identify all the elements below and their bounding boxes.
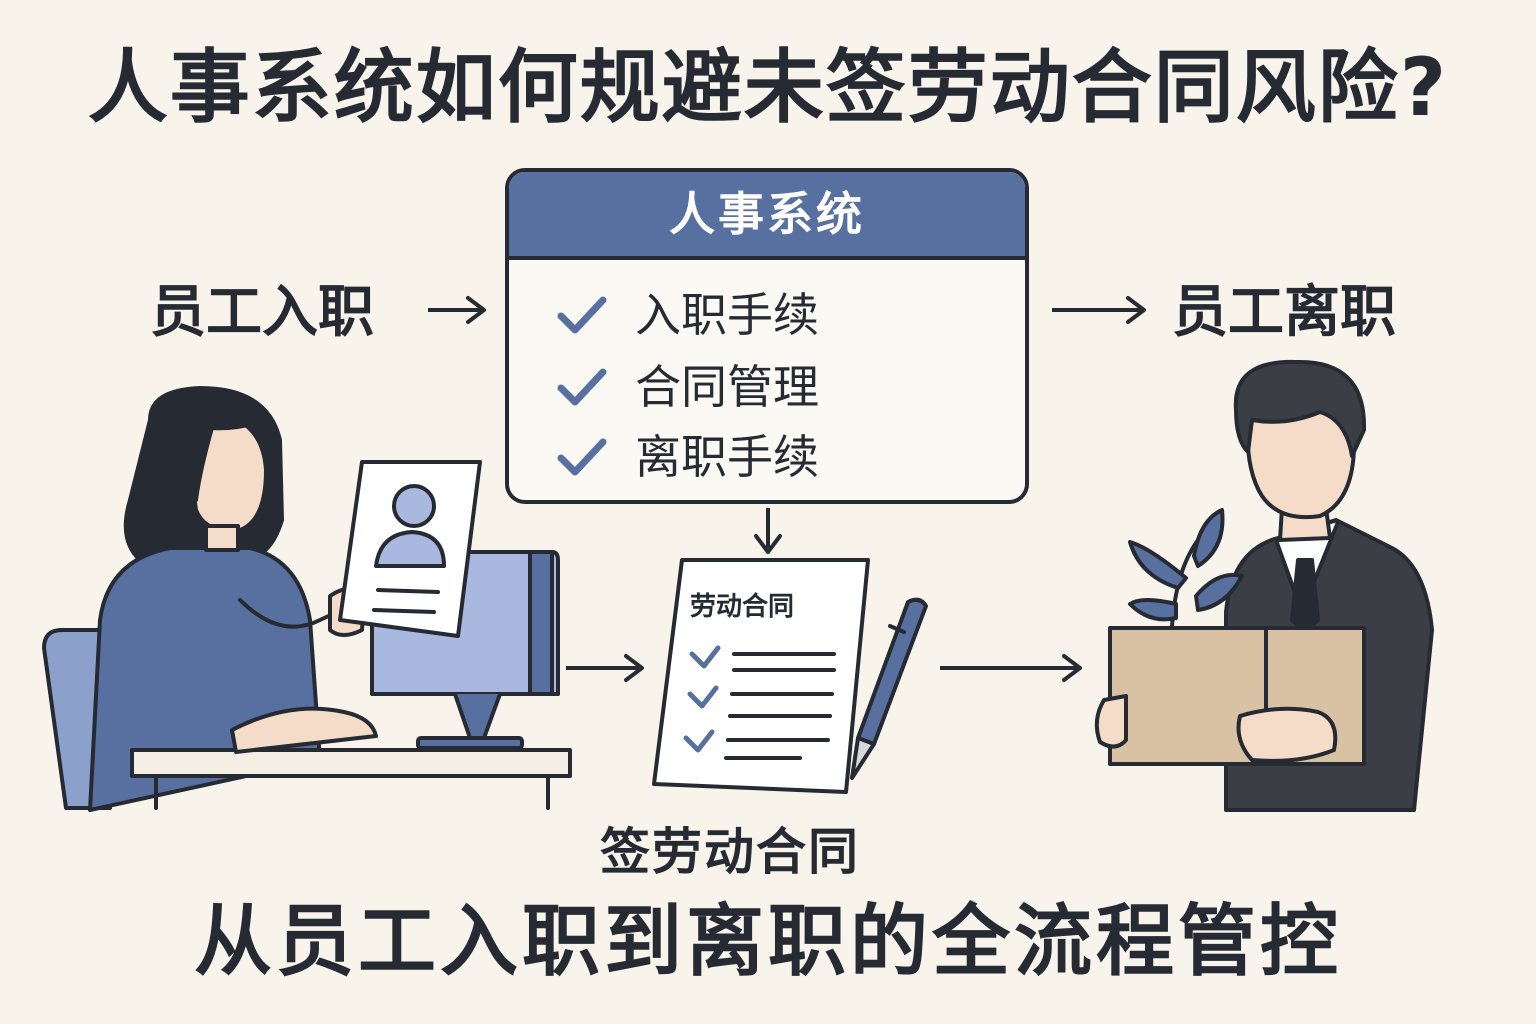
- offboard-label: 员工离职: [1172, 280, 1396, 345]
- arrow-desk-to-contract: [566, 654, 644, 682]
- check-icon: [687, 685, 719, 709]
- contract-title: 劳动合同: [690, 592, 795, 622]
- hr-item-label: 合同管理: [635, 360, 819, 414]
- check-icon: [689, 645, 721, 669]
- arrow-onboard-to-system: [428, 296, 486, 324]
- arrow-system-to-offboard: [1052, 296, 1146, 324]
- pen-icon: [850, 597, 928, 780]
- page-title: 人事系统如何规避未签劳动合同风险?: [87, 41, 1449, 134]
- check-icon: [557, 368, 607, 406]
- hr-item-label: 离职手续: [635, 430, 819, 484]
- check-icon: [557, 438, 607, 476]
- contract-document: [652, 558, 870, 794]
- arrow-system-to-contract: [754, 508, 782, 554]
- check-icon: [557, 296, 607, 334]
- page-subtitle: 从员工入职到离职的全流程管控: [193, 897, 1342, 987]
- arrow-contract-to-offboard: [940, 654, 1082, 682]
- check-icon: [683, 729, 715, 753]
- hr-item-label: 入职手续: [635, 288, 819, 342]
- sign-contract-label: 签劳动合同: [600, 823, 860, 881]
- onboard-label: 员工入职: [150, 280, 374, 345]
- hr-system-header: 人事系统: [509, 172, 1025, 260]
- onboarding-illustration: [42, 386, 572, 812]
- hr-system-panel: 人事系统 入职手续 合同管理 离职手续: [505, 168, 1029, 504]
- offboarding-illustration: [1094, 359, 1434, 812]
